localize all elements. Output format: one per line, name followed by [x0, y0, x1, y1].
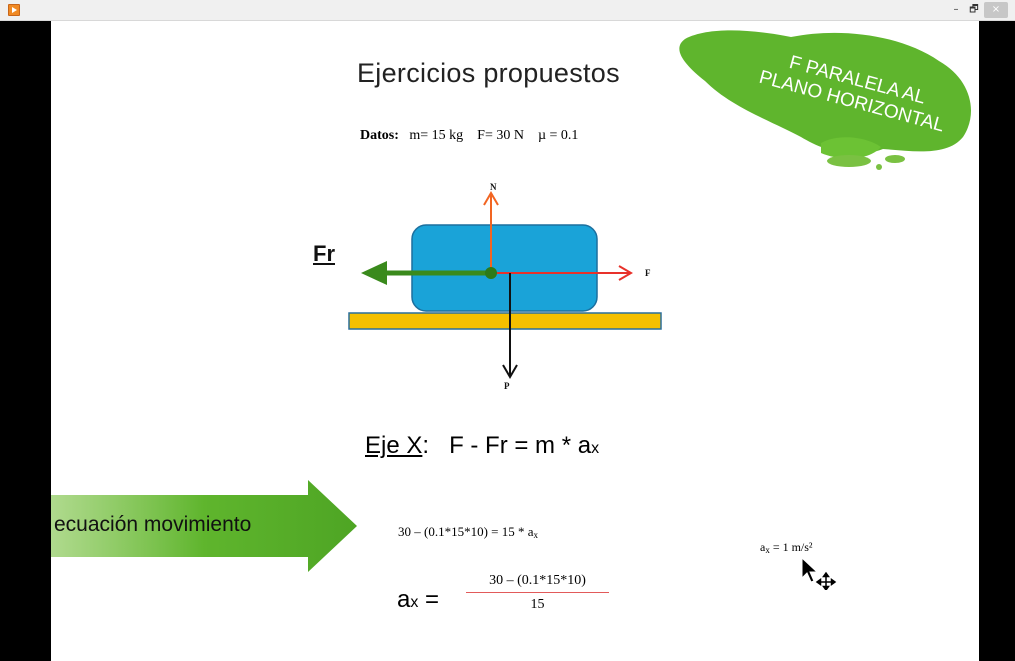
weight-label: P: [504, 381, 510, 391]
presentation-slide: F PARALELA AL PLANO HORIZONTAL Ejercicio…: [51, 21, 979, 661]
fraction-numerator: 30 – (0.1*15*10): [466, 573, 609, 593]
restore-button[interactable]: 🗗: [969, 4, 979, 15]
arrow-label: ecuación movimiento: [54, 513, 252, 536]
equation-arrow: [51, 480, 357, 572]
close-button[interactable]: ×: [984, 2, 1008, 18]
data-line: Datos: m= 15 kg F= 30 N µ = 0.1: [360, 128, 578, 144]
block: [411, 224, 598, 312]
splash-banner: [679, 30, 971, 170]
force-label: F: [645, 268, 651, 278]
equation-substituted: 30 – (0.1*15*10) = 15 * ax: [398, 524, 538, 540]
minimize-button[interactable]: –: [953, 4, 959, 15]
ground-plane: [348, 312, 662, 330]
ax-equals: =: [418, 586, 440, 613]
result-rest: = 1 m/s²: [769, 540, 813, 554]
acceleration-fraction: 30 – (0.1*15*10) 15: [466, 573, 609, 613]
axis-equation: Eje X: F - Fr = m * ax: [365, 432, 599, 460]
friction-label: Fr: [313, 241, 335, 266]
eq1-text: 30 – (0.1*15*10) = 15 * a: [398, 524, 534, 539]
axis-colon: :: [422, 432, 430, 459]
acceleration-result: ax = 1 m/s²: [760, 540, 813, 555]
datos-label: Datos:: [360, 128, 399, 143]
fraction-denominator: 15: [530, 597, 545, 612]
ax-sub: x: [410, 594, 419, 611]
window-title-bar: – 🗗 ×: [0, 0, 1015, 21]
result-a: a: [760, 540, 766, 554]
slide-title: Ejercicios propuestos: [357, 58, 620, 88]
cursor-move-icon: [801, 556, 837, 590]
normal-label: N: [490, 182, 497, 192]
ax-symbol: a: [397, 586, 411, 613]
axis-equation-sub: x: [591, 440, 600, 457]
axis-equation-text: F - Fr = m * a: [449, 432, 592, 459]
datos-values: m= 15 kg F= 30 N µ = 0.1: [409, 128, 579, 143]
acceleration-lhs: ax =: [397, 586, 439, 614]
free-body-diagram: [348, 191, 662, 379]
eq1-sub: x: [533, 530, 539, 540]
result-sub: x: [765, 545, 770, 555]
app-play-icon: [8, 4, 20, 16]
axis-label: Eje X: [365, 432, 423, 459]
